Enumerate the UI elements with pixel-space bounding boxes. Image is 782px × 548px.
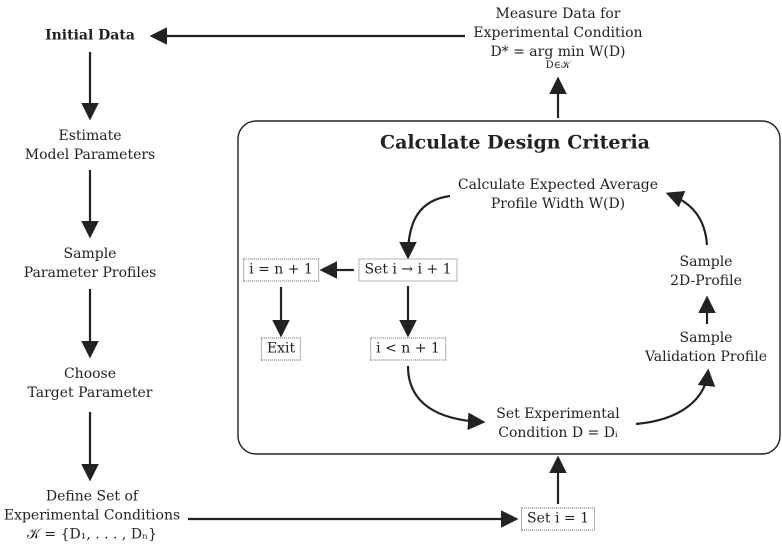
- sample-validation-line-1: Sample: [679, 330, 733, 346]
- set-i-1-node: Set i = 1: [521, 507, 595, 531]
- sample-profiles-line-2: Parameter Profiles: [23, 265, 157, 281]
- set-i-1-label: Set i = 1: [527, 510, 589, 527]
- sample-2d-line-1: Sample: [679, 254, 733, 270]
- calculate-criteria-title-text: Calculate Design Criteria: [380, 131, 650, 154]
- define-set-node: Define Set of Experimental Conditions 𝒦 …: [4, 488, 180, 545]
- arrow-2d-to-calc: [665, 190, 709, 246]
- set-condition-line-2: Condition D = Dᵢ: [498, 425, 618, 441]
- choose-target-node: Choose Target Parameter: [28, 365, 153, 403]
- set-condition-line-1: Set Experimental: [496, 406, 620, 422]
- measure-line-3: D* = arg min W(D): [490, 44, 626, 60]
- sample-2d-node: Sample 2D-Profile: [670, 253, 742, 291]
- calc-expected-node: Calculate Expected Average Profile Width…: [458, 176, 658, 214]
- choose-target-line-1: Choose: [63, 366, 117, 382]
- calc-expected-line-2: Profile Width W(D): [490, 196, 626, 212]
- define-set-line-3: 𝒦 = {D₁, . . . , Dₙ}: [26, 526, 158, 543]
- exit-node: Exit: [260, 337, 302, 361]
- i-equals-node: i = n + 1: [243, 258, 319, 282]
- sample-2d-line-2: 2D-Profile: [670, 273, 742, 289]
- choose-target-line-2: Target Parameter: [27, 385, 153, 401]
- arrow-calc-to-increment: [399, 194, 451, 260]
- exit-label: Exit: [266, 340, 296, 357]
- calc-expected-line-1: Calculate Expected Average: [457, 177, 659, 193]
- estimate-line-2: Model Parameters: [24, 147, 156, 163]
- measure-line-1: Measure Data for: [495, 6, 621, 22]
- arrow-condition-to-validation: [635, 368, 716, 426]
- estimate-parameters-node: Estimate Model Parameters: [25, 127, 155, 165]
- set-increment-node: Set i → i + 1: [358, 258, 458, 282]
- set-condition-node: Set Experimental Condition D = Dᵢ: [496, 405, 620, 443]
- arrow-ilt-to-condition: [406, 365, 486, 431]
- estimate-line-1: Estimate: [58, 128, 122, 144]
- measure-line-2: Experimental Condition: [473, 25, 643, 41]
- calculate-criteria-frame: [237, 120, 781, 455]
- set-increment-label: Set i → i + 1: [364, 261, 452, 278]
- initial-data-node: Initial Data: [45, 27, 135, 46]
- i-less-node: i < n + 1: [370, 337, 446, 361]
- measure-data-node: Measure Data for Experimental Condition …: [473, 5, 642, 71]
- sample-profiles-node: Sample Parameter Profiles: [24, 245, 157, 283]
- sample-validation-line-2: Validation Profile: [644, 349, 768, 365]
- define-set-line-1: Define Set of: [45, 488, 139, 505]
- define-set-line-2: Experimental Conditions: [3, 507, 181, 524]
- i-less-label: i < n + 1: [376, 340, 440, 357]
- initial-data-label: Initial Data: [45, 27, 135, 44]
- sample-profiles-line-1: Sample: [63, 246, 117, 262]
- calculate-criteria-title: Calculate Design Criteria: [380, 131, 650, 154]
- i-equals-label: i = n + 1: [249, 261, 313, 278]
- sample-validation-node: Sample Validation Profile: [645, 329, 767, 367]
- measure-subscript: D∈𝒦: [545, 60, 571, 71]
